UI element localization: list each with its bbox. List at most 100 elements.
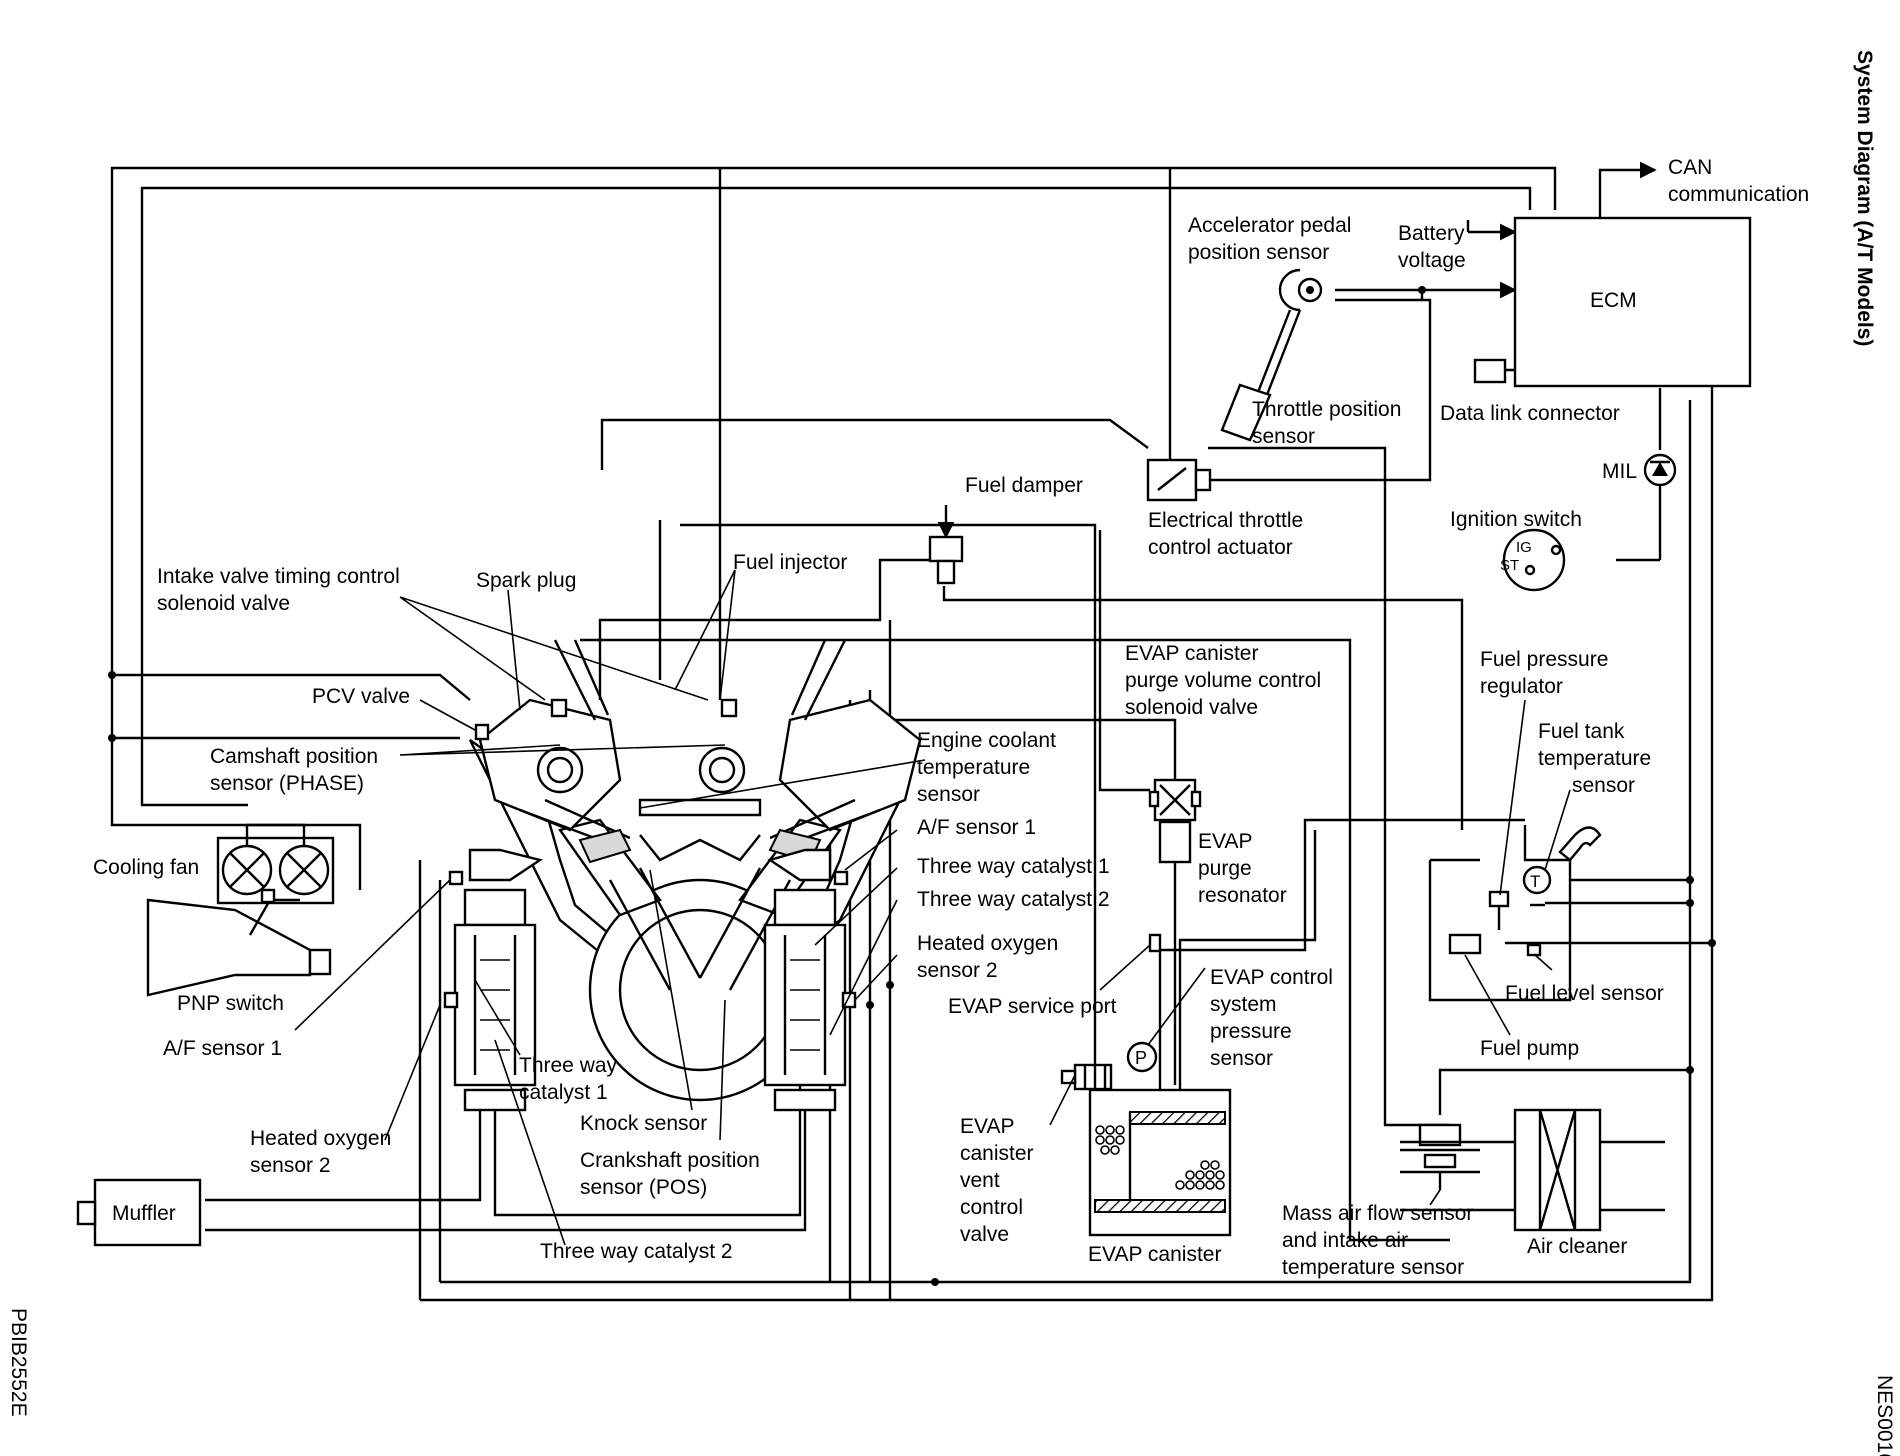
evap-service-port-label: EVAP service port	[948, 995, 1117, 1018]
svg-text:ST: ST	[1500, 557, 1519, 574]
cooling-fan-label: Cooling fan	[93, 856, 199, 879]
intake-valve-timing-label-2: solenoid valve	[157, 592, 290, 615]
twc2-bottom-label: Three way catalyst 2	[540, 1240, 733, 1263]
evap-pressure-label-2: system	[1210, 993, 1277, 1016]
evap-resonator-icon	[1158, 820, 1192, 864]
mil-label: MIL	[1602, 460, 1637, 483]
accelerator-pedal-label-2: position sensor	[1188, 241, 1329, 264]
camshaft-position-label-2: sensor (PHASE)	[210, 772, 364, 795]
can-label: CAN	[1668, 156, 1712, 179]
svg-text:T: T	[1530, 872, 1540, 891]
heated-oxygen-left-label: Heated oxygen	[250, 1127, 391, 1150]
page-title: System Diagram (A/T Models)	[1853, 50, 1876, 346]
battery-label-2: voltage	[1398, 249, 1466, 272]
throttle-position-label-2: sensor	[1252, 425, 1315, 448]
muffler-icon: Muffler	[76, 1178, 202, 1247]
maf-label-2: and intake air	[1282, 1229, 1408, 1252]
pnp-switch-label: PNP switch	[177, 992, 284, 1015]
ignition-switch-label: Ignition switch	[1450, 508, 1582, 531]
throttle-actuator-label-2: control actuator	[1148, 536, 1293, 559]
evap-purge-label-2: purge volume control	[1125, 669, 1321, 692]
evap-pressure-label-3: pressure	[1210, 1020, 1292, 1043]
fuel-damper-icon	[928, 505, 964, 585]
evap-resonator-label: EVAP	[1198, 830, 1252, 853]
engine-block	[468, 639, 923, 1102]
fuel-pump-label: Fuel pump	[1480, 1037, 1579, 1060]
leader-lines	[294, 569, 1571, 1246]
fuel-tank-temp-label-2: temperature	[1538, 747, 1651, 770]
maf-sensor-icon	[1400, 1123, 1480, 1190]
evap-vent-label: EVAP	[960, 1115, 1014, 1138]
throttle-position-label: Throttle position	[1252, 398, 1401, 421]
af-sensor-right-label: A/F sensor 1	[917, 816, 1036, 839]
accelerator-pedal-label: Accelerator pedal	[1188, 214, 1351, 237]
coolant-temp-label-3: sensor	[917, 783, 980, 806]
evap-vent-label-5: valve	[960, 1223, 1009, 1246]
heated-oxygen-right-label-2: sensor 2	[917, 959, 998, 982]
fuel-tank-temp-label-3: sensor	[1572, 774, 1635, 797]
evap-pressure-sensor-icon: P	[1126, 1041, 1158, 1073]
can-label-2: communication	[1668, 183, 1809, 206]
pcv-valve-label: PCV valve	[312, 685, 410, 708]
twc1-right-label: Three way catalyst 1	[917, 855, 1110, 878]
evap-vent-label-2: canister	[960, 1142, 1034, 1165]
ecm-label: ECM	[1590, 289, 1637, 312]
evap-purge-label: EVAP canister	[1125, 642, 1258, 665]
heated-oxygen-left-label-2: sensor 2	[250, 1154, 331, 1177]
mil-icon	[1643, 453, 1677, 487]
fuel-damper-label: Fuel damper	[965, 474, 1083, 497]
labels: CAN communication Battery voltage Accele…	[93, 156, 1809, 1279]
svg-text:P: P	[1135, 1048, 1147, 1068]
evap-purge-label-3: solenoid valve	[1125, 696, 1258, 719]
fuel-tank-temp-label: Fuel tank	[1538, 720, 1625, 743]
fuel-pressure-regulator-label-2: regulator	[1480, 675, 1563, 698]
muffler-label: Muffler	[112, 1202, 176, 1225]
fuel-level-sensor-label: Fuel level sensor	[1505, 982, 1664, 1005]
heated-oxygen-right-label: Heated oxygen	[917, 932, 1058, 955]
evap-vent-label-3: vent	[960, 1169, 1000, 1192]
evap-service-port-icon	[1148, 933, 1162, 953]
exhaust-right	[205, 848, 857, 1232]
evap-pressure-label: EVAP control	[1210, 966, 1333, 989]
twc1-center-label: Three way	[519, 1054, 618, 1077]
exhaust-left	[205, 848, 802, 1217]
evap-vent-label-4: control	[960, 1196, 1023, 1219]
coolant-temp-label-2: temperature	[917, 756, 1030, 779]
battery-label: Battery	[1398, 222, 1465, 245]
coolant-temp-label: Engine coolant	[917, 729, 1056, 752]
crankshaft-position-label: Crankshaft position	[580, 1149, 760, 1172]
spark-plug-label: Spark plug	[476, 569, 576, 592]
maf-label: Mass air flow sensor	[1282, 1202, 1473, 1225]
air-cleaner-label: Air cleaner	[1527, 1235, 1627, 1258]
evap-canister-label: EVAP canister	[1088, 1243, 1221, 1266]
svg-text:IG: IG	[1516, 539, 1532, 556]
accelerator-pedal-icon	[1220, 268, 1323, 442]
evap-pressure-label-4: sensor	[1210, 1047, 1273, 1070]
af-sensor-left-label: A/F sensor 1	[163, 1037, 282, 1060]
throttle-actuator-label: Electrical throttle	[1148, 509, 1303, 532]
image-code: PBIB2552E	[7, 1308, 30, 1417]
twc1-center-label-2: catalyst 1	[519, 1081, 608, 1104]
cooling-fan-icon	[216, 823, 335, 905]
data-link-connector-label: Data link connector	[1440, 402, 1620, 425]
intake-valve-timing-label: Intake valve timing control	[157, 565, 400, 588]
ignition-switch-icon: IG ST	[1500, 528, 1566, 592]
throttle-actuator-icon	[1146, 458, 1212, 502]
crankshaft-position-label-2: sensor (POS)	[580, 1176, 707, 1199]
evap-canister-icon	[1088, 1088, 1232, 1237]
fuel-injector-label: Fuel injector	[733, 551, 847, 574]
maf-label-3: temperature sensor	[1282, 1256, 1464, 1279]
evap-resonator-label-3: resonator	[1198, 884, 1287, 907]
twc2-right-label: Three way catalyst 2	[917, 888, 1110, 911]
fuel-tank-icon: T	[1428, 825, 1602, 1002]
camshaft-position-label: Camshaft position	[210, 745, 378, 768]
evap-purge-solenoid-icon	[1148, 778, 1202, 822]
knock-sensor-label: Knock sensor	[580, 1112, 707, 1135]
ecm-unit: ECM	[1473, 216, 1752, 388]
evap-resonator-label-2: purge	[1198, 857, 1252, 880]
pnp-switch-icon	[146, 888, 332, 997]
section-code: NES0016N	[1873, 1375, 1896, 1456]
air-cleaner-icon	[1400, 1108, 1665, 1232]
